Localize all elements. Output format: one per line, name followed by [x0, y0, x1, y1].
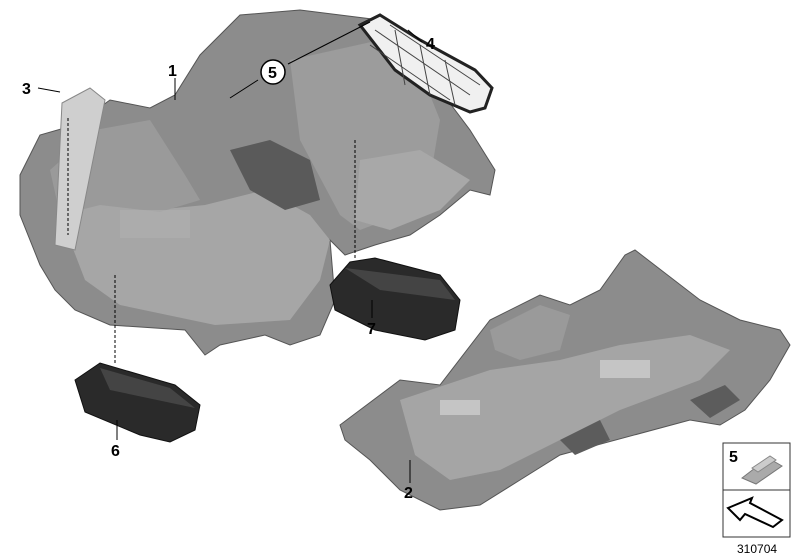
- front-carpet-part: [19, 9, 496, 356]
- callout-6: 6: [111, 443, 120, 460]
- callout-5: 5: [268, 65, 277, 82]
- callout-1: 1: [168, 63, 177, 80]
- leader-lines: [37, 21, 423, 483]
- inset-part-label: 5: [729, 449, 738, 466]
- floor-mat-right-part: [329, 257, 461, 341]
- net-part: [357, 13, 494, 114]
- callout-2: 2: [404, 485, 413, 502]
- floor-mat-left-part: [74, 362, 201, 443]
- callout-7: 7: [367, 321, 376, 338]
- inset-legend: 5 310704: [722, 442, 791, 556]
- callout-3: 3: [22, 81, 31, 98]
- clip-icon: [741, 455, 783, 485]
- rear-carpet-part: [339, 249, 791, 511]
- callout-4: 4: [426, 36, 435, 53]
- direction-arrow-icon: [726, 496, 784, 529]
- diagram-number: 310704: [737, 542, 777, 556]
- callout-5-circle: [260, 59, 286, 85]
